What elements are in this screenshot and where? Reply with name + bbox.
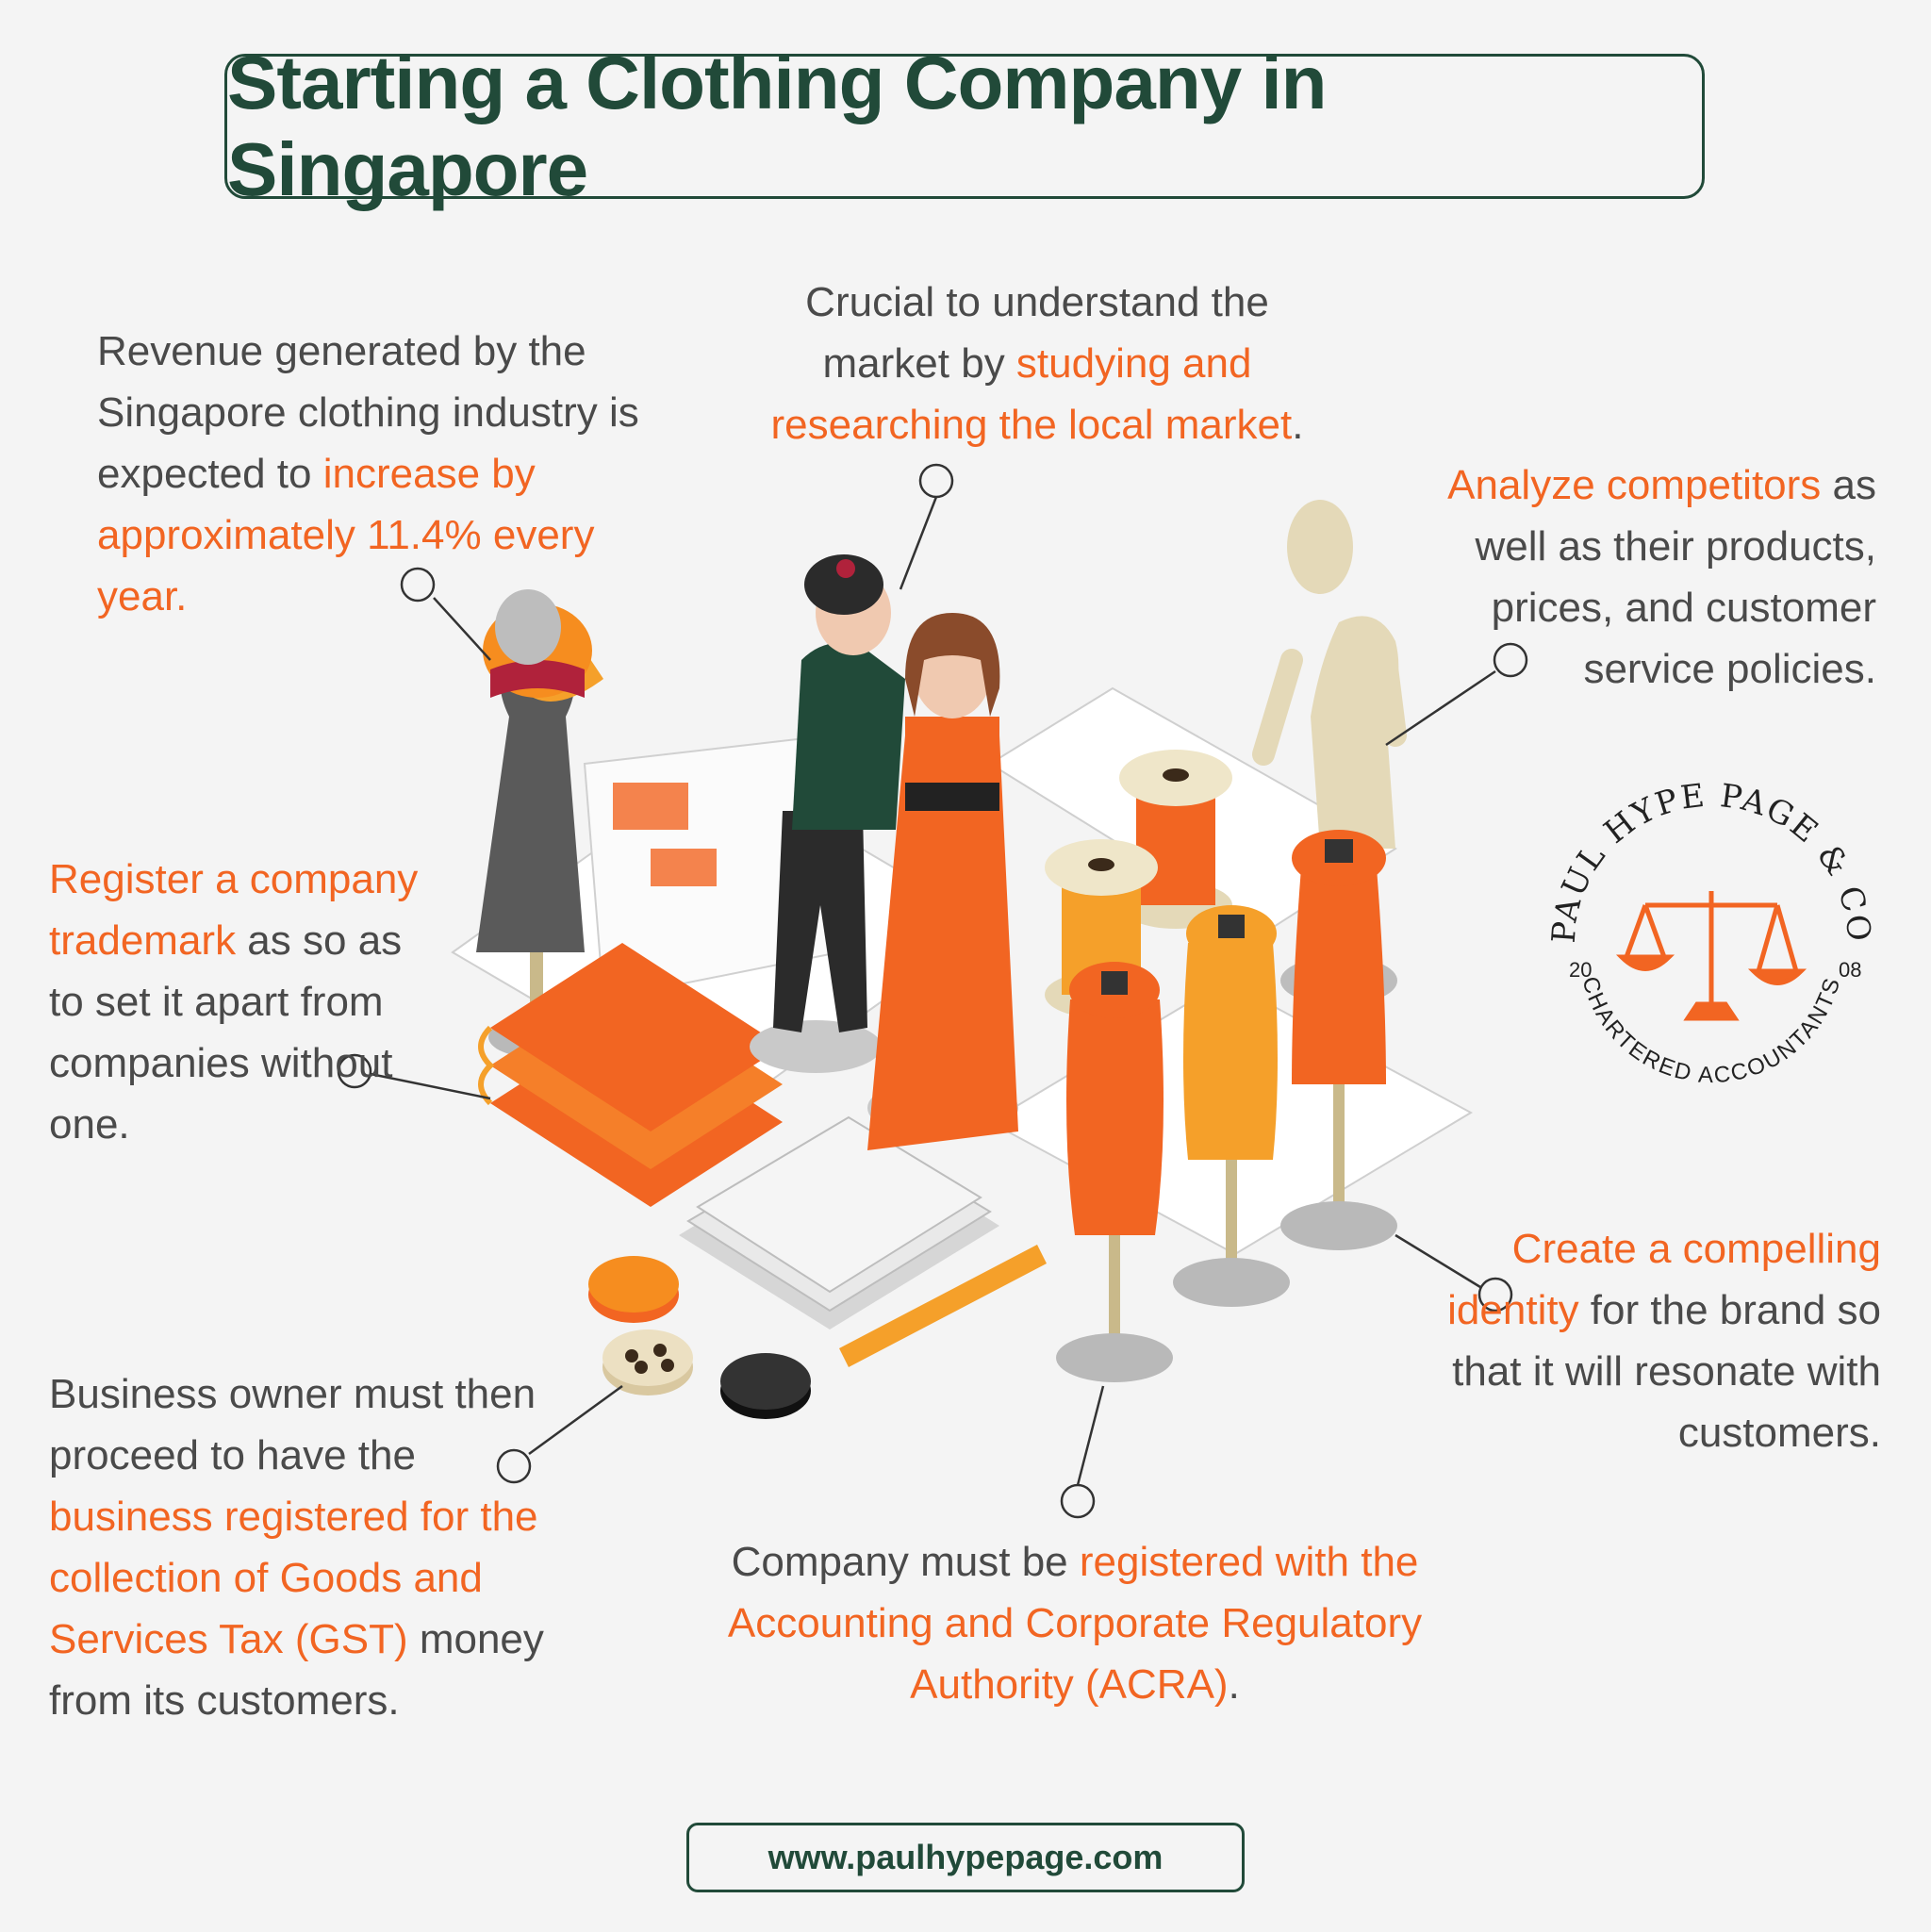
- logo-year-left: 20: [1569, 958, 1592, 982]
- callout-market-highlight: studying and researching the local marke…: [770, 340, 1293, 448]
- dress-forms-orange: [1056, 830, 1397, 1382]
- callout-acra-highlight: registered with the Accounting and Corpo…: [727, 1539, 1423, 1708]
- paul-hype-page-logo: PAUL HYPE PAGE & CO CHARTERED ACCOUNTANT…: [1545, 777, 1876, 1089]
- callout-identity-text: for the brand so that it will resonate w…: [1452, 1287, 1881, 1456]
- callout-competitors: Analyze competitors as well as their pro…: [1405, 454, 1876, 700]
- callout-connectors: [337, 463, 1528, 1519]
- callout-acra-text: Company must be: [731, 1539, 1080, 1585]
- footer-url-box[interactable]: www.paulhypepage.com: [686, 1823, 1245, 1892]
- page-title: Starting a Clothing Company in Singapore: [227, 41, 1328, 211]
- model-orange-dress: [867, 613, 1018, 1150]
- callout-gst-text: Business owner must then proceed to have…: [49, 1371, 536, 1478]
- callout-revenue-text: Revenue generated by the Singapore cloth…: [97, 328, 639, 497]
- footer-url-link[interactable]: www.paulhypepage.com: [767, 1838, 1164, 1876]
- sewing-buttons: [588, 1256, 811, 1419]
- callout-gst-highlight: business registered for the collection o…: [49, 1494, 538, 1662]
- logo-year-right: 08: [1839, 958, 1861, 982]
- callout-revenue-highlight: increase by approximately 11.4% every ye…: [97, 451, 595, 619]
- callout-gst: Business owner must then proceed to have…: [49, 1363, 577, 1731]
- callout-identity-highlight: Create a compelling identity: [1447, 1226, 1881, 1333]
- callout-competitors-text: as well as their products, prices, and c…: [1475, 462, 1876, 692]
- scales-of-justice-icon: [1615, 891, 1807, 1021]
- callout-revenue: Revenue generated by the Singapore cloth…: [97, 321, 644, 627]
- beige-mannequin: [1252, 500, 1407, 849]
- callout-identity: Create a compelling identity for the bra…: [1386, 1218, 1881, 1463]
- folded-fabric-stack: [478, 943, 783, 1207]
- ruler: [839, 1245, 1047, 1367]
- callout-trademark-highlight: Register a company trademark: [49, 856, 419, 964]
- callout-trademark: Register a company trademark as so as to…: [49, 849, 445, 1155]
- callout-acra-end: .: [1228, 1661, 1240, 1708]
- title-box: Starting a Clothing Company in Singapore: [224, 41, 1705, 211]
- tailor-woman: [750, 554, 905, 1073]
- callout-gst-end: money from its customers.: [49, 1616, 544, 1724]
- callout-market: Crucial to understand the market by stud…: [745, 272, 1329, 455]
- callout-trademark-text: as so as to set it apart from companies …: [49, 917, 403, 1148]
- paper-stack: [679, 1115, 999, 1329]
- callout-market-end: .: [1292, 402, 1304, 448]
- callout-competitors-highlight: Analyze competitors: [1447, 462, 1822, 508]
- callout-acra: Company must be registered with the Acco…: [726, 1531, 1424, 1715]
- callout-market-text: Crucial to understand the market by: [805, 279, 1269, 387]
